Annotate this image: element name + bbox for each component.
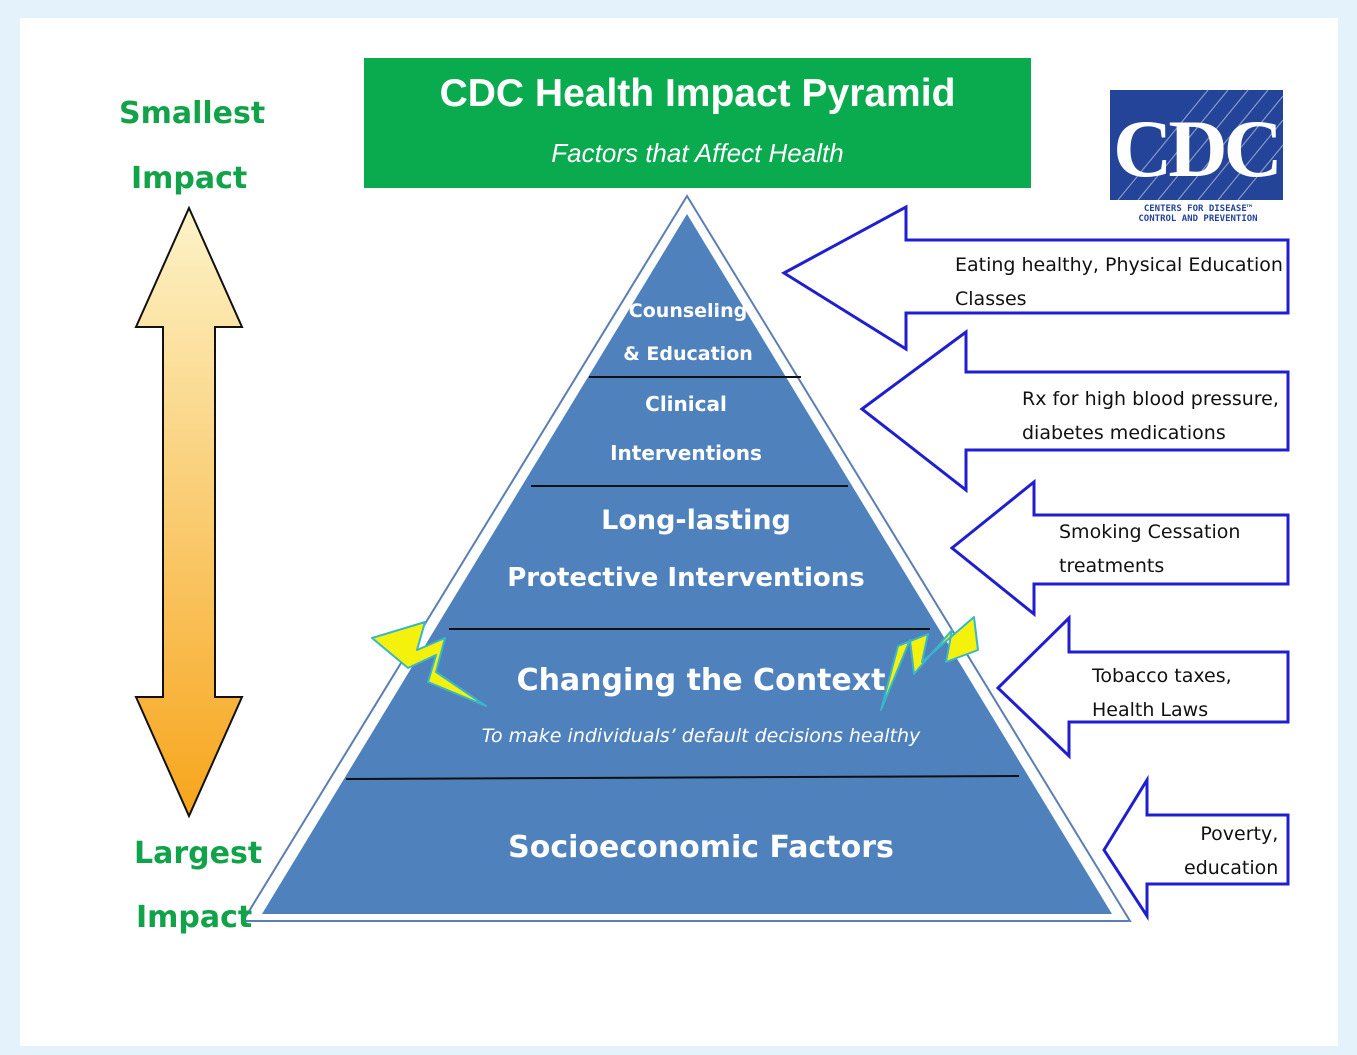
tier-protective-line2: Protective Interventions [507, 563, 865, 593]
tier-context-line1: Changing the Context [516, 663, 886, 698]
cdc-logo-mark: CDC CENTERS FOR DISEASE™ CONTROL AND PRE… [1110, 89, 1284, 224]
lightning-bolt-left [371, 621, 487, 707]
tier-counseling-line1: Counseling [628, 300, 748, 322]
example-arrow-5 [1102, 774, 1290, 922]
example-text-5-line1: Poverty, [1200, 823, 1279, 845]
example-text-1-line1: Eating healthy, Physical Education [955, 254, 1283, 276]
example-text-3-line2: treatments [1059, 555, 1165, 577]
largest-impact-label: Impact [136, 900, 253, 935]
page-title: CDC Health Impact Pyramid [439, 72, 956, 115]
example-text-4-line2: Health Laws [1092, 699, 1209, 721]
example-text-4-line1: Tobacco taxes, [1092, 665, 1232, 687]
cdc-logo: CDC CENTERS FOR DISEASE™ CONTROL AND PRE… [1108, 89, 1288, 224]
tier-protective-line1: Long-lasting [601, 505, 791, 536]
tier-divider [345, 775, 1020, 780]
pyramid-outline [241, 194, 1132, 922]
example-text-2-line1: Rx for high blood pressure, [1022, 388, 1279, 410]
example-text-3: Smoking Cessation treatments [1059, 515, 1240, 583]
example-text-5: Poverty, education [1184, 817, 1278, 885]
smallest-label: Smallest [119, 96, 266, 131]
tier-counseling-line2: & Education [623, 343, 753, 365]
example-text-5-line2: education [1184, 857, 1279, 879]
page-subtitle: Factors that Affect Health [551, 138, 844, 168]
example-text-2: Rx for high blood pressure, diabetes med… [1022, 382, 1279, 450]
pyramid-body [262, 214, 1112, 914]
example-arrow-4 [995, 614, 1290, 760]
example-arrow-3 [949, 478, 1290, 618]
tier-clinical-line2: Interventions [610, 441, 762, 465]
example-text-1: Eating healthy, Physical Education Class… [955, 248, 1283, 316]
lightning-bolt-right [880, 616, 979, 711]
example-text-4: Tobacco taxes, Health Laws [1092, 659, 1232, 727]
tier-clinical-line1: Clinical [645, 392, 727, 416]
title-banner: CDC Health Impact Pyramid Factors that A… [364, 58, 1031, 188]
example-text-2-line2: diabetes medications [1022, 422, 1226, 444]
example-text-3-line1: Smoking Cessation [1059, 521, 1241, 543]
smallest-impact-label: Impact [131, 161, 248, 196]
svg-text:CONTROL AND PREVENTION: CONTROL AND PREVENTION [1138, 214, 1257, 222]
svg-text:CENTERS FOR DISEASE™: CENTERS FOR DISEASE™ [1144, 204, 1252, 214]
largest-label: Largest [134, 836, 263, 871]
tier-socioeconomic: Socioeconomic Factors [508, 830, 894, 865]
example-text-1-line2: Classes [955, 288, 1027, 310]
impact-scale-double-arrow [134, 205, 244, 819]
svg-text:CDC: CDC [1113, 103, 1279, 194]
tier-context-line2: To make individuals’ default decisions h… [481, 725, 921, 747]
example-arrow-2 [859, 329, 1290, 494]
example-arrow-1 [781, 204, 1290, 352]
